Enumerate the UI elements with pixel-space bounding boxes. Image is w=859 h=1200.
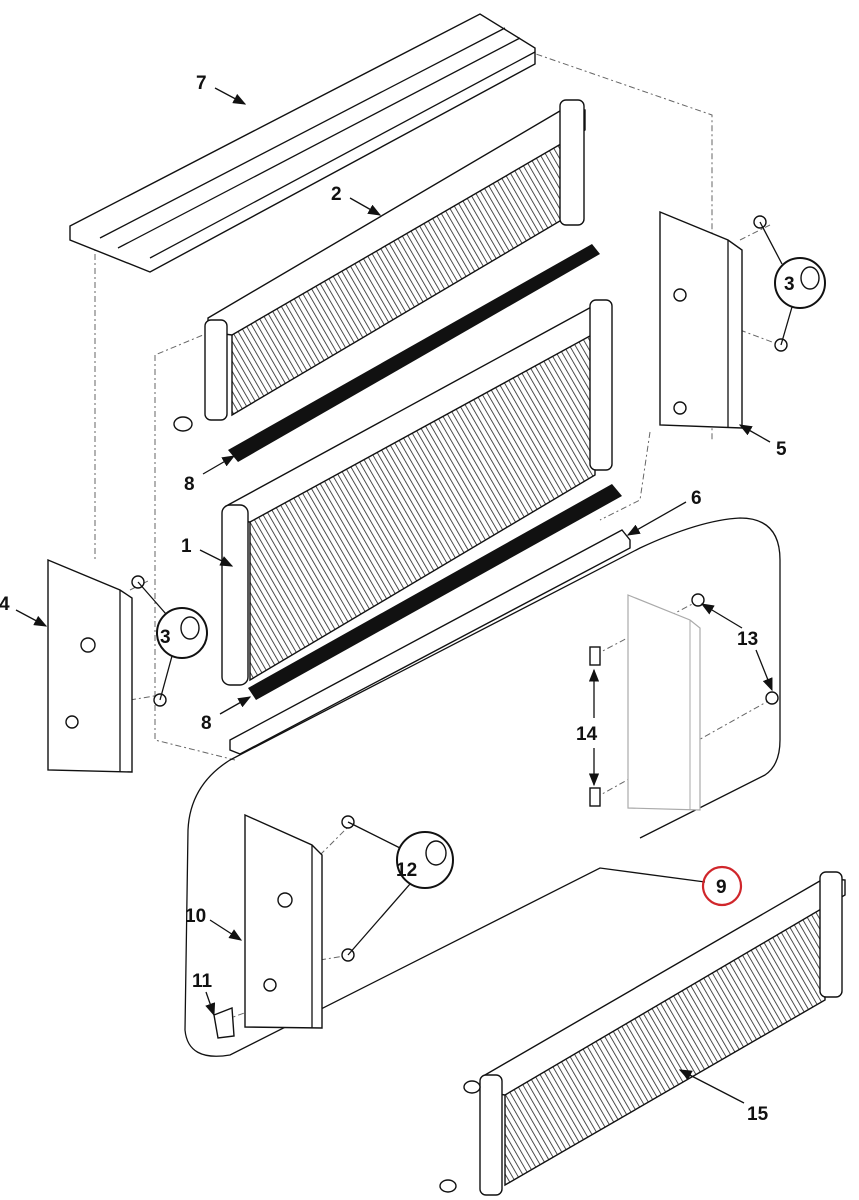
callout-14[interactable]: 14 [576,724,598,745]
part-15-cooler[interactable] [439,871,846,1196]
part-11-clip[interactable] [213,1007,235,1039]
callout-5[interactable]: 5 [776,439,787,460]
callout-2[interactable]: 2 [331,184,342,205]
leader-arrows [15,87,773,1104]
detail-circle-3-left [137,581,208,701]
callout-8-upper[interactable]: 8 [184,474,195,495]
callout-9[interactable]: 9 [716,877,727,898]
callout-15[interactable]: 15 [747,1104,769,1125]
highlight-circle-9 [701,865,743,907]
part-8-upper-seal-strip[interactable] [228,244,600,462]
part-2-radiator[interactable] [173,99,586,432]
part-6-channel[interactable] [229,529,631,755]
kit-outline [184,517,781,1057]
callout-3-left[interactable]: 3 [160,627,171,648]
callout-7[interactable]: 7 [196,73,207,94]
callout-13[interactable]: 13 [737,629,758,650]
callout-3-top[interactable]: 3 [784,274,795,295]
part-1-radiator[interactable] [221,299,613,686]
detail-circle-12 [347,821,454,956]
detail-circle-3-top [759,221,826,346]
callout-4[interactable]: 4 [0,594,10,615]
part-5-side-bracket[interactable] [659,210,743,429]
reference-bracket-ghost [627,594,701,811]
part-4-side-bracket[interactable] [47,558,133,773]
part-7-top-plate[interactable] [69,13,536,273]
callout-11[interactable]: 11 [192,971,213,992]
callout-1[interactable]: 1 [181,536,192,557]
part-8-lower-seal-strip[interactable] [248,484,622,700]
callout-6[interactable]: 6 [691,488,702,509]
part-10-side-bracket[interactable] [244,813,323,1029]
callout-8-lower[interactable]: 8 [201,713,212,734]
callout-12[interactable]: 12 [396,860,417,881]
callout-10[interactable]: 10 [185,906,206,927]
